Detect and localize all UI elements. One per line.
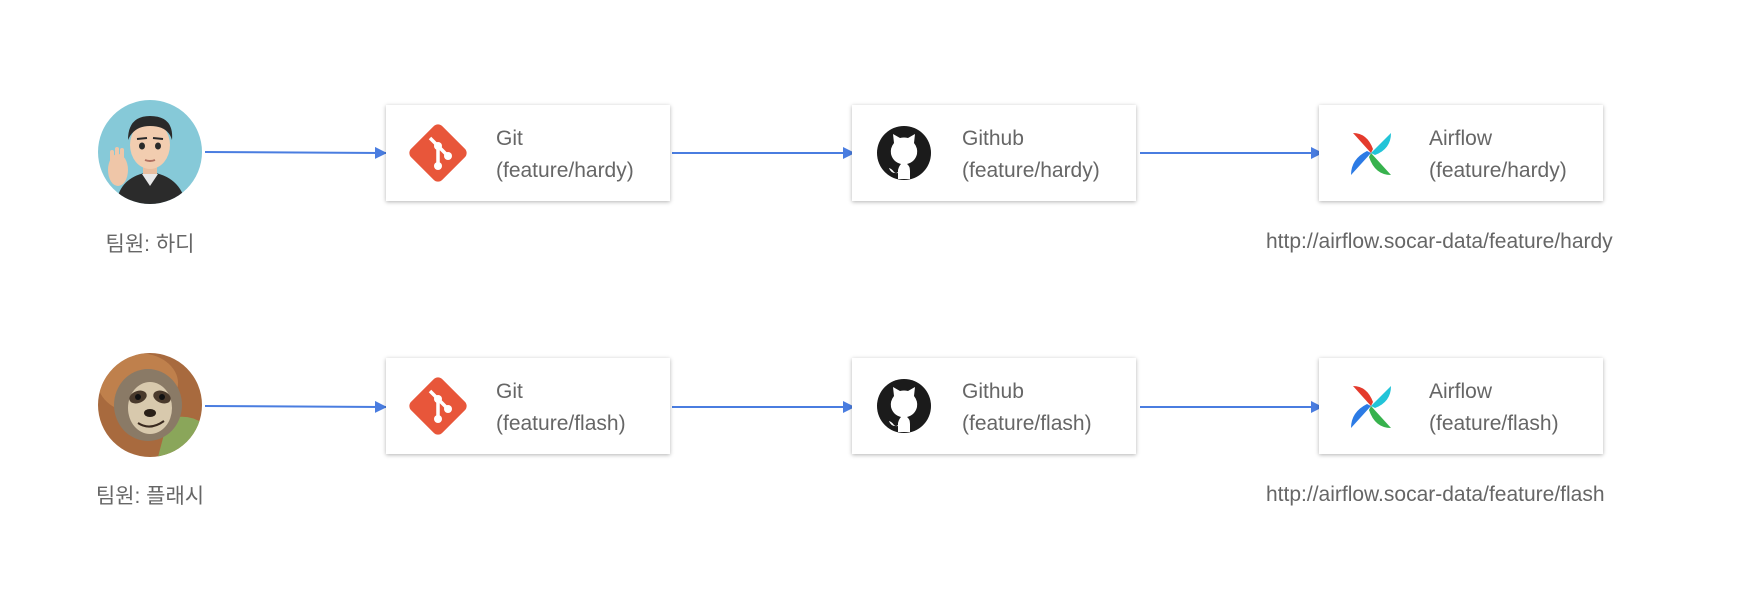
airflow-url[interactable]: http://airflow.socar-data/feature/hardy	[1266, 230, 1613, 253]
node-branch: (feature/flash)	[1429, 412, 1559, 435]
node-branch: (feature/hardy)	[962, 159, 1100, 182]
node-name: Github	[962, 127, 1024, 150]
node-label: Airflow (feature/flash)	[1429, 376, 1559, 440]
node-name: Airflow	[1429, 127, 1493, 150]
node-name: Git	[496, 127, 523, 150]
airflow-icon	[1351, 386, 1391, 428]
github-icon	[877, 126, 931, 180]
node-label: Github (feature/hardy)	[962, 123, 1100, 187]
airflow-icon	[1351, 133, 1391, 175]
node-branch: (feature/flash)	[962, 412, 1092, 435]
arrow-avatar-to-git-row1	[204, 146, 387, 159]
node-label: Airflow (feature/hardy)	[1429, 123, 1567, 187]
airflow-node: Airflow (feature/flash)	[1319, 358, 1603, 454]
member-caption: 팀원: 하디	[105, 233, 195, 256]
member-caption: 팀원: 플래시	[95, 485, 205, 508]
node-label: Git (feature/hardy)	[496, 123, 634, 187]
arrow-avatar-to-git-row2	[204, 400, 387, 413]
github-node: Github (feature/hardy)	[852, 105, 1136, 201]
node-branch: (feature/hardy)	[1429, 159, 1567, 182]
git-node: Git (feature/flash)	[386, 358, 670, 454]
node-branch: (feature/flash)	[496, 412, 626, 435]
node-name: Git	[496, 380, 523, 403]
airflow-url[interactable]: http://airflow.socar-data/feature/flash	[1266, 483, 1605, 506]
airflow-node: Airflow (feature/hardy)	[1319, 105, 1603, 201]
avatar-hardy	[98, 100, 202, 204]
github-icon	[877, 379, 931, 433]
node-branch: (feature/hardy)	[496, 159, 634, 182]
avatar-flash	[98, 353, 202, 457]
node-label: Github (feature/flash)	[962, 376, 1092, 440]
github-node: Github (feature/flash)	[852, 358, 1136, 454]
node-name: Github	[962, 380, 1024, 403]
git-icon	[409, 377, 467, 435]
node-label: Git (feature/flash)	[496, 376, 626, 440]
git-icon	[409, 124, 467, 182]
node-name: Airflow	[1429, 380, 1493, 403]
git-node: Git (feature/hardy)	[386, 105, 670, 201]
